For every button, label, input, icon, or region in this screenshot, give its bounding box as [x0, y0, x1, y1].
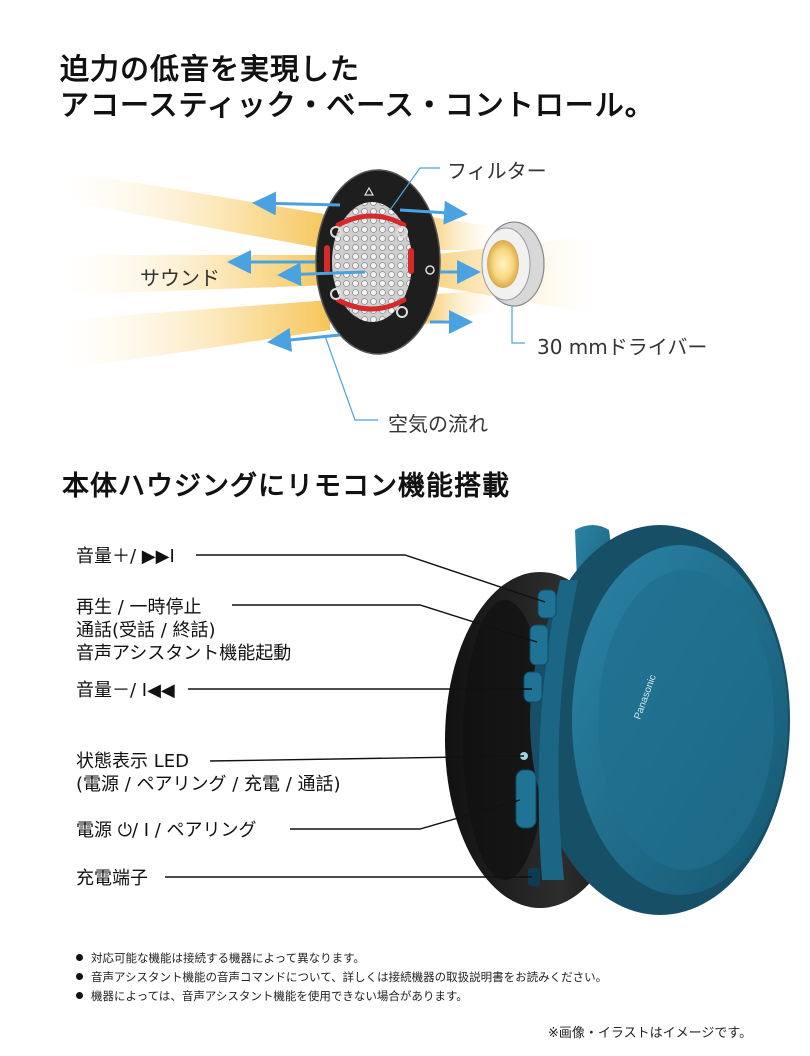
control-led-states: (電源 / ペアリング / 充電 / 通話): [76, 774, 341, 795]
section2-title: 本体ハウジングにリモコン機能搭載: [62, 471, 510, 502]
control-voice-assistant: 音声アシスタント機能起動: [76, 643, 292, 664]
bullet-icon: [76, 973, 83, 980]
control-volume-down: 音量－/ I◀◀: [76, 680, 175, 701]
label-sound: サウンド: [140, 266, 220, 290]
section1-title-line2: アコースティック・ベース・コントロール。: [60, 88, 655, 122]
control-power: 電源 ⏻/ I / ペアリング: [76, 820, 257, 841]
label-airflow: 空気の流れ: [388, 412, 488, 436]
control-led: 状態表示 LED: [76, 751, 189, 772]
power-button[interactable]: [515, 769, 537, 829]
charging-port: [528, 868, 540, 886]
airflow-arrows: [227, 191, 481, 352]
play-pause-button[interactable]: [529, 624, 549, 666]
disclaimer: ※画像・イラストはイメージです。: [548, 1026, 753, 1041]
control-charging: 充電端子: [76, 868, 148, 889]
note-item: 音声アシスタント機能の音声コマンドについて、詳しくは接続機器の取扱説明書をお読み…: [76, 969, 607, 985]
acoustic-diagram: [60, 167, 600, 421]
driver-unit: [481, 221, 545, 307]
housing-disc: [315, 169, 441, 355]
control-call: 通話(受話 / 終話): [76, 620, 216, 641]
section1-title-line1: 迫力の低音を実現した: [60, 52, 361, 86]
control-volume-up: 音量＋/ ▶▶I: [76, 546, 175, 567]
bullet-icon: [76, 954, 83, 961]
bullet-icon: [76, 992, 83, 999]
label-filter: フィルター: [447, 159, 547, 183]
volume-up-button[interactable]: [537, 589, 557, 619]
note-item: 対応可能な機能は接続する機器によって異なります。: [76, 950, 365, 966]
note-item: 機器によっては、音声アシスタント機能を使用できない場合があります。: [76, 988, 468, 1004]
label-driver: 30 mmドライバー: [537, 335, 708, 359]
volume-down-button[interactable]: [523, 671, 543, 703]
control-play-pause: 再生 / 一時停止: [76, 597, 202, 618]
leader-lines: [324, 167, 525, 421]
